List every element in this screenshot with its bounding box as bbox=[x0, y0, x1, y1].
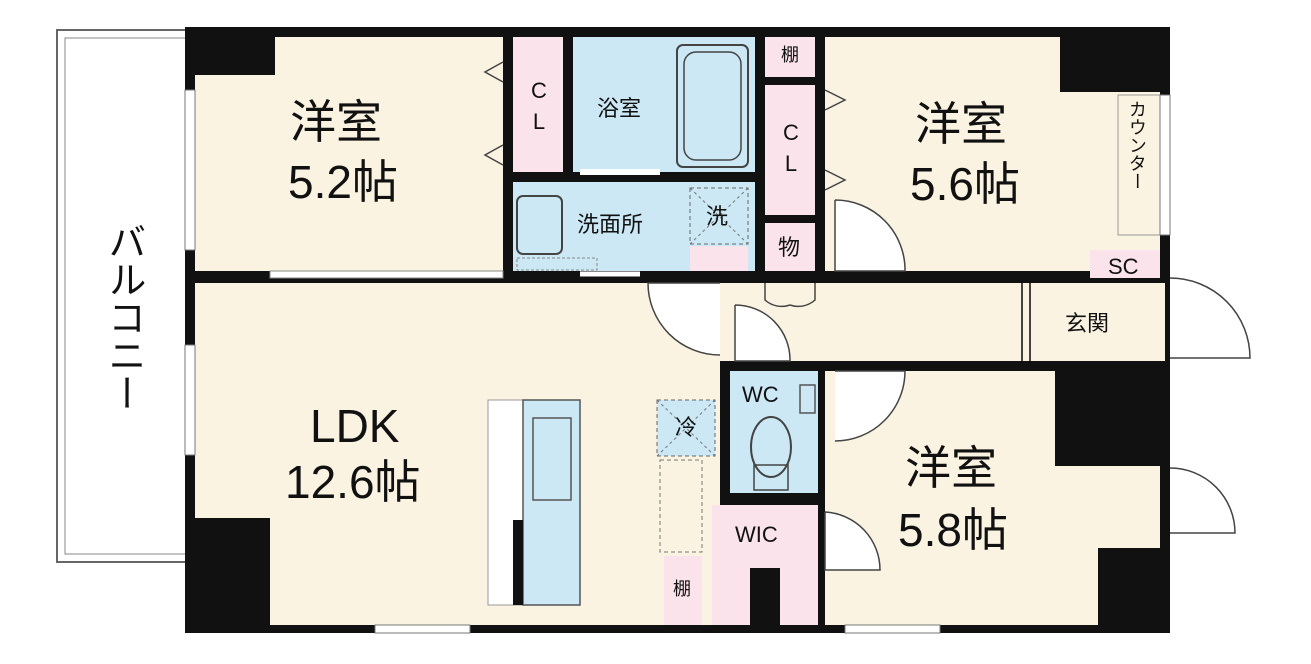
wic-label: WIC bbox=[735, 522, 778, 547]
toilet-bowl bbox=[750, 416, 792, 478]
wash-counter bbox=[516, 257, 598, 271]
storage-label: 物 bbox=[778, 235, 801, 260]
room-name: 洋室 bbox=[915, 98, 1007, 150]
shoe-closet-label: SC bbox=[1108, 254, 1139, 279]
door-swing bbox=[834, 199, 906, 272]
room-name: 洋室 bbox=[905, 442, 997, 494]
bathtub bbox=[676, 44, 749, 168]
western-room-1-floor bbox=[195, 37, 503, 271]
column bbox=[1060, 37, 1160, 92]
closet-2-floor bbox=[765, 85, 815, 215]
room-size: 5.2帖 bbox=[288, 156, 398, 208]
dashed-storage-outline bbox=[659, 459, 703, 553]
toilet-shelf bbox=[799, 384, 816, 414]
door-swing bbox=[734, 304, 791, 362]
washer-cross bbox=[689, 187, 749, 245]
entrance-floor bbox=[1030, 283, 1160, 361]
bath-label: 浴室 bbox=[597, 96, 642, 121]
counter-label: カウンター bbox=[1126, 100, 1147, 190]
washroom-label: 洗面所 bbox=[577, 212, 644, 237]
balcony-outline bbox=[56, 29, 188, 563]
column bbox=[195, 37, 275, 75]
closet-label: CL bbox=[783, 120, 799, 176]
fridge-label: 冷 bbox=[675, 415, 698, 440]
kitchen-sink bbox=[532, 417, 572, 501]
storage-floor bbox=[765, 223, 815, 271]
window bbox=[269, 270, 504, 279]
bathtub-inner bbox=[683, 51, 742, 161]
toilet-tank bbox=[753, 464, 789, 491]
column bbox=[195, 518, 270, 625]
column bbox=[1055, 361, 1165, 466]
wash-basin bbox=[516, 195, 563, 255]
window bbox=[184, 344, 196, 456]
door-swing bbox=[824, 511, 881, 571]
washer-cross bbox=[689, 187, 749, 245]
shelf-label: 棚 bbox=[781, 45, 799, 65]
bath-floor bbox=[573, 37, 755, 172]
toilet-label: WC bbox=[742, 382, 779, 407]
window bbox=[374, 624, 471, 634]
room-name: LDK bbox=[310, 400, 400, 452]
window bbox=[844, 624, 941, 634]
balcony-label: バルコニー bbox=[101, 222, 144, 412]
closet-door bbox=[483, 61, 504, 166]
room-size: 5.8帖 bbox=[898, 504, 1008, 556]
fridge-cross bbox=[656, 399, 716, 457]
room-name: 洋室 bbox=[290, 96, 382, 148]
entrance-label: 玄関 bbox=[1065, 311, 1110, 336]
door-swing bbox=[647, 282, 721, 356]
toilet-floor bbox=[730, 371, 818, 493]
shoe-closet-floor bbox=[1090, 250, 1160, 278]
shelf-bottom-floor bbox=[664, 556, 702, 625]
kitchen-wall bbox=[513, 520, 523, 605]
closet-label: CL bbox=[531, 78, 547, 134]
window bbox=[184, 89, 196, 251]
washer-label: 洗 bbox=[706, 204, 729, 229]
column bbox=[750, 568, 780, 625]
counter-area bbox=[1117, 94, 1161, 236]
window bbox=[1159, 94, 1171, 236]
door-swing bbox=[1169, 277, 1251, 359]
washer-pink-strip bbox=[690, 246, 748, 271]
fridge-cross bbox=[656, 399, 716, 457]
shelf-top-floor bbox=[765, 37, 815, 77]
door-swing bbox=[1169, 467, 1236, 534]
room-size: 12.6帖 bbox=[285, 456, 421, 508]
shelf-label: 棚 bbox=[673, 579, 691, 599]
closet-1-floor bbox=[513, 37, 563, 172]
door-swing bbox=[834, 370, 906, 442]
room-size: 5.6帖 bbox=[910, 158, 1020, 210]
door-swing bbox=[764, 283, 816, 308]
column bbox=[1098, 548, 1170, 625]
closet-door bbox=[824, 89, 847, 191]
ldk-floor bbox=[195, 283, 720, 625]
